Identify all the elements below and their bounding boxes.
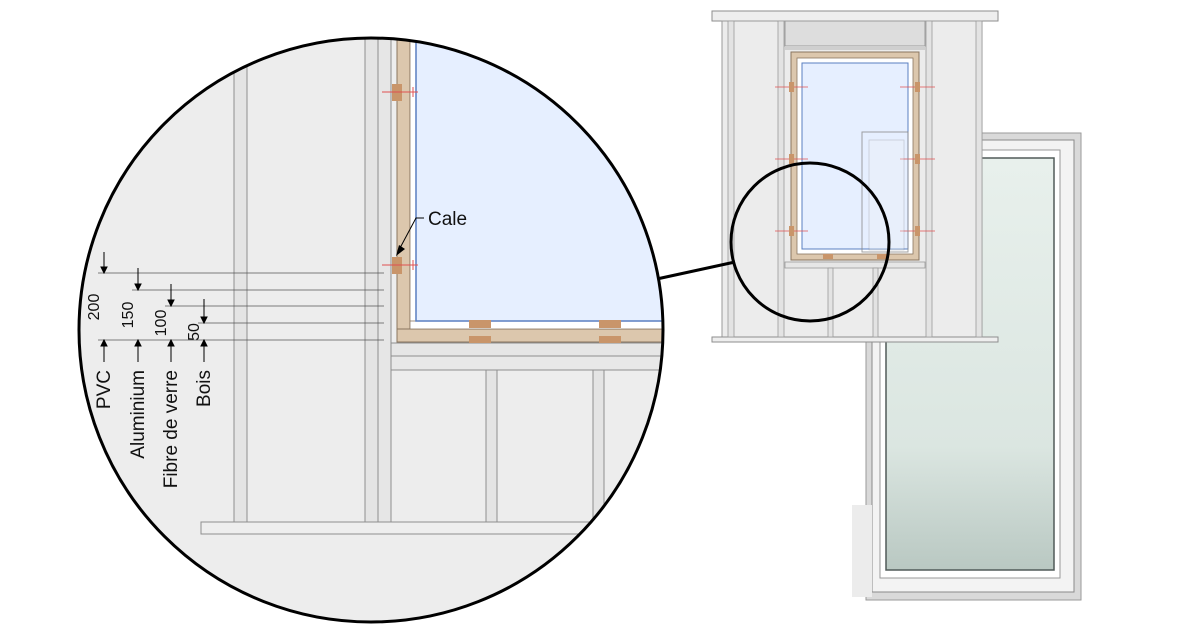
dim-value-200: 200 — [86, 294, 103, 321]
window-frame — [396, 38, 411, 343]
dimension-arrows — [100, 252, 208, 362]
dim-value-100: 100 — [153, 310, 170, 337]
dimension-lines — [98, 272, 384, 341]
stud-jack — [377, 38, 392, 523]
window-glass-detail — [415, 38, 663, 322]
material-label-pvc: PVC — [94, 370, 115, 409]
shims — [382, 84, 621, 343]
callout-label-cale: Cale — [428, 209, 467, 230]
material-label-fibre-de-verre: Fibre de verre — [161, 370, 182, 488]
dim-value-150: 150 — [120, 302, 137, 329]
detail-magnifier-small — [729, 161, 891, 323]
assembly-overview — [711, 10, 1082, 601]
stud-king — [364, 38, 379, 523]
stud-left — [233, 38, 248, 523]
material-label-aluminium: Aluminium — [128, 370, 149, 459]
detail-view: 200 150 100 50 PVC Aluminium Fibre de ve… — [77, 36, 665, 624]
rough-sill — [390, 342, 663, 357]
window-glass — [801, 62, 909, 250]
callout-leader — [399, 217, 424, 249]
bottom-plate — [200, 521, 663, 535]
material-label-bois: Bois — [194, 370, 215, 407]
window-unit — [775, 51, 935, 261]
detail-magnifier-large — [77, 36, 665, 624]
dim-value-50: 50 — [186, 323, 203, 341]
